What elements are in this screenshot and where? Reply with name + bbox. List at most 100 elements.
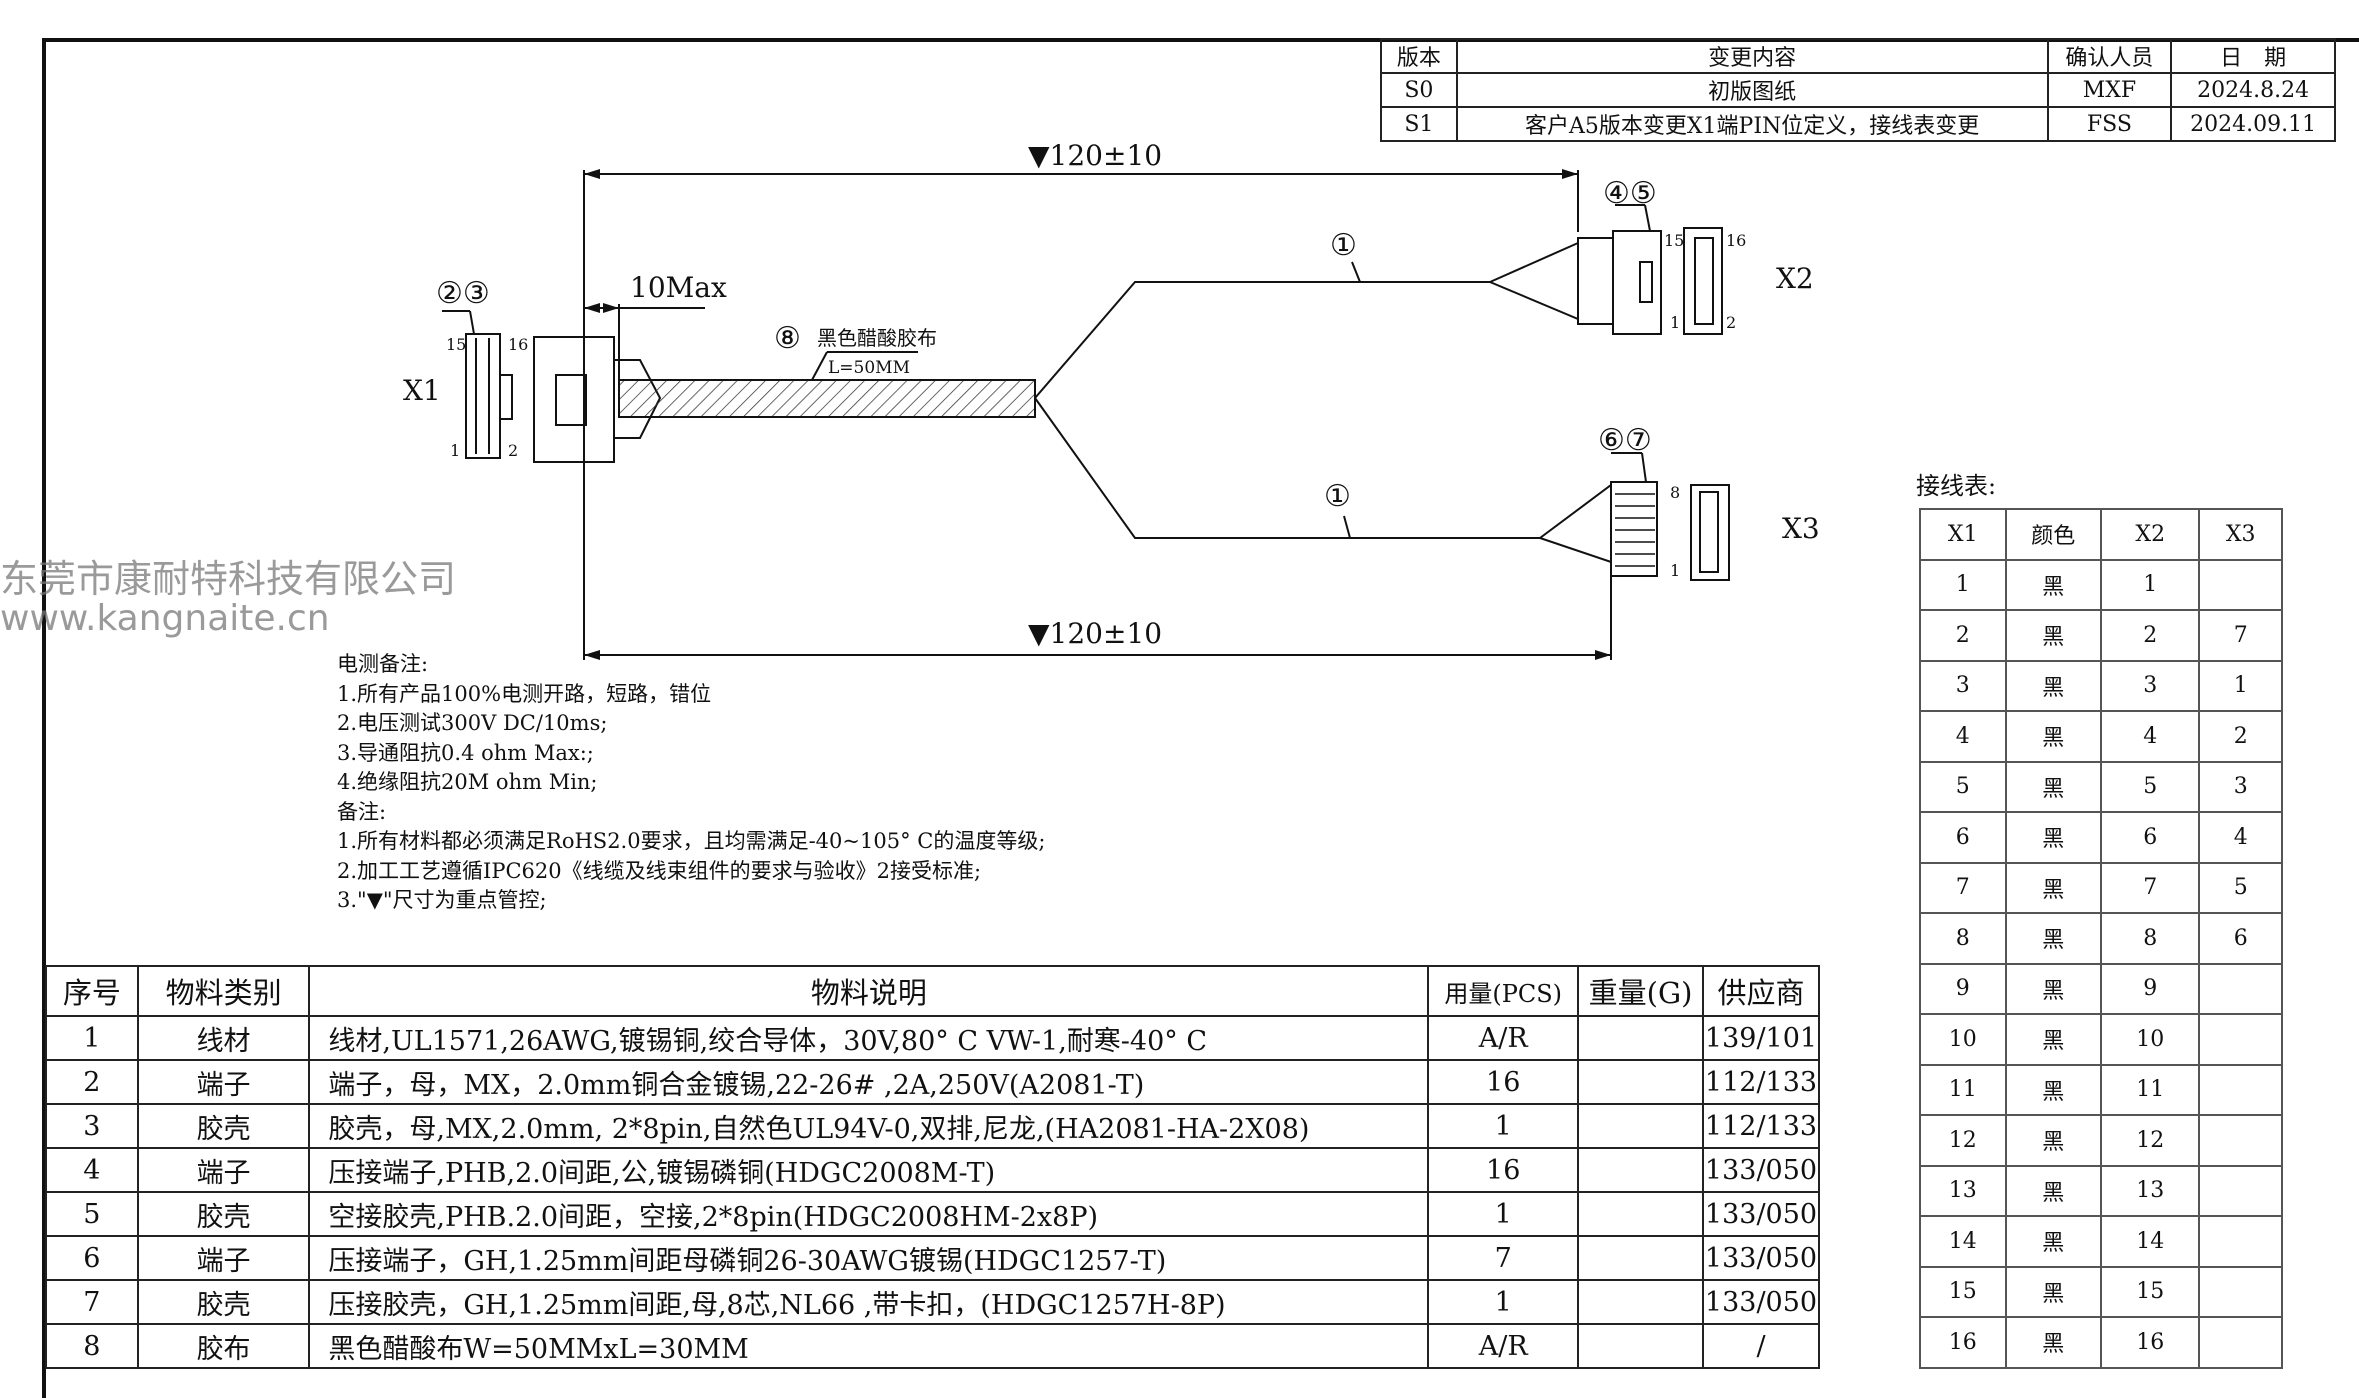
wire-to-x2 [1034,281,1490,399]
wiring-x2-pin: 5 [2100,760,2201,813]
wiring-color: 黑 [2004,1013,2103,1066]
wiring-x3-pin [2198,558,2283,611]
x2-pin-label: 16 [1726,231,1746,250]
bom-header-no: 序号 [45,965,139,1017]
wiring-x2-pin: 6 [2100,811,2201,864]
bom-qty: 16 [1427,1147,1580,1193]
wiring-x1-pin: 13 [1919,1164,2007,1217]
bom-description: 压接端子,PHB,2.0间距,公,镀锡磷铜(HDGC2008M-T) [308,1147,1430,1193]
wiring-color: 黑 [2004,710,2103,763]
x1-pin-label: 15 [446,335,466,354]
wiring-x1-pin: 3 [1919,659,2007,712]
wiring-x3-pin [2198,1063,2283,1116]
revision-table: 版本 变更内容 确认人员 日 期 S0 初版图纸 MXF 2024.8.24 S… [1380,38,2336,142]
x1-pin-label: 2 [508,441,518,460]
wiring-x2-pin: 4 [2100,710,2201,763]
rev-date: 2024.8.24 [2170,72,2336,108]
bom-supplier: 112/133 [1701,1103,1821,1149]
wiring-x1-pin: 6 [1919,811,2007,864]
bom-category: 胶壳 [136,1103,311,1149]
wiring-x3-pin [2198,1114,2283,1167]
bom-weight [1577,1147,1704,1193]
wiring-x1-pin: 16 [1919,1316,2007,1369]
tape-label: 黑色醋酸胶布 [817,326,937,350]
wiring-x1-pin: 2 [1919,609,2007,662]
rev-header-date: 日 期 [2170,38,2336,74]
rev-version: S0 [1380,72,1458,108]
bom-supplier: 133/050 [1701,1235,1821,1281]
bom-supplier: 133/050 [1701,1147,1821,1193]
bom-supplier: / [1701,1323,1821,1369]
rev-content: 初版图纸 [1455,72,2049,108]
balloon-tape: ⑧ [774,321,801,356]
wiring-color: 黑 [2004,609,2103,662]
wiring-x3-pin: 7 [2198,609,2283,662]
revision-row: S1 客户A5版本变更X1端PIN位定义，接线表变更 FSS 2024.09.1… [1380,106,2336,142]
wiring-color: 黑 [2004,1215,2103,1268]
wiring-x3-pin [2198,1215,2283,1268]
revision-header: 版本 变更内容 确认人员 日 期 [1380,38,2336,74]
bom-weight [1577,1015,1704,1061]
balloon-wire-top: ① [1330,228,1357,263]
bom-category: 胶布 [136,1323,311,1369]
bom-weight [1577,1323,1704,1369]
bom-qty: 16 [1427,1059,1580,1105]
wiring-color: 黑 [2004,760,2103,813]
note-line: 3."▼"尺寸为重点管控; [337,888,547,912]
wiring-x2-pin: 13 [2100,1164,2201,1217]
bom-weight [1577,1235,1704,1281]
bom-header-supplier: 供应商 [1701,965,1821,1017]
wiring-x2-pin: 14 [2100,1215,2201,1268]
x2-connector-face [1683,227,1723,335]
bom-qty: A/R [1427,1015,1580,1061]
bom-header: 序号 物料类别 物料说明 用量(PCS) 重量(G) 供应商 [45,965,1821,1017]
revision-row: S0 初版图纸 MXF 2024.8.24 [1380,72,2336,108]
balloon-x3: ⑥⑦ [1598,423,1652,458]
note-line: 1.所有材料都必须满足RoHS2.0要求，且均需满足-40~105° C的温度等… [337,829,1046,853]
wiring-header-x2: X2 [2100,508,2201,561]
wiring-x1-pin: 4 [1919,710,2007,763]
bom-no: 3 [45,1103,139,1149]
wiring-x2-pin: 11 [2100,1063,2201,1116]
wiring-color: 黑 [2004,1114,2103,1167]
wiring-color: 黑 [2004,1164,2103,1217]
bom-qty: 1 [1427,1191,1580,1237]
x2-wire-fan [1487,241,1579,321]
x2-pin-label: 2 [1726,313,1736,332]
wiring-color: 黑 [2004,558,2103,611]
wiring-x2-pin: 3 [2100,659,2201,712]
x3-pin-label: 1 [1670,561,1680,580]
bom-header-category: 物料类别 [136,965,311,1017]
dimension-top-label: ▼120±10 [1028,139,1162,172]
x2-pin-label: 1 [1670,313,1680,332]
watermark-url: www.kangnaite.cn [0,598,330,639]
wiring-x3-pin: 3 [2198,760,2283,813]
wiring-color: 黑 [2004,962,2103,1015]
wiring-color: 黑 [2004,1063,2103,1116]
note-line: 3.导通阻抗0.4 ohm Max:; [337,740,594,765]
bom-category: 端子 [136,1059,311,1105]
wiring-x1-pin: 10 [1919,1013,2007,1066]
wiring-color: 黑 [2004,861,2103,914]
bom-category: 端子 [136,1147,311,1193]
bom-supplier: 139/101 [1701,1015,1821,1061]
bom-description: 胶壳，母,MX,2.0mm, 2*8pin,自然色UL94V-0,双排,尼龙,(… [308,1103,1430,1149]
wiring-x2-pin: 12 [2100,1114,2201,1167]
x1-housing [533,336,615,463]
note-line: 2.加工工艺遵循IPC620《线缆及线束组件的要求与验收》2接受标准; [337,858,982,883]
balloon-x1: ②③ [436,276,490,311]
wiring-x3-pin [2198,1013,2283,1066]
bom-no: 2 [45,1059,139,1105]
wiring-x2-pin: 10 [2100,1013,2201,1066]
bom-supplier: 133/050 [1701,1279,1821,1325]
